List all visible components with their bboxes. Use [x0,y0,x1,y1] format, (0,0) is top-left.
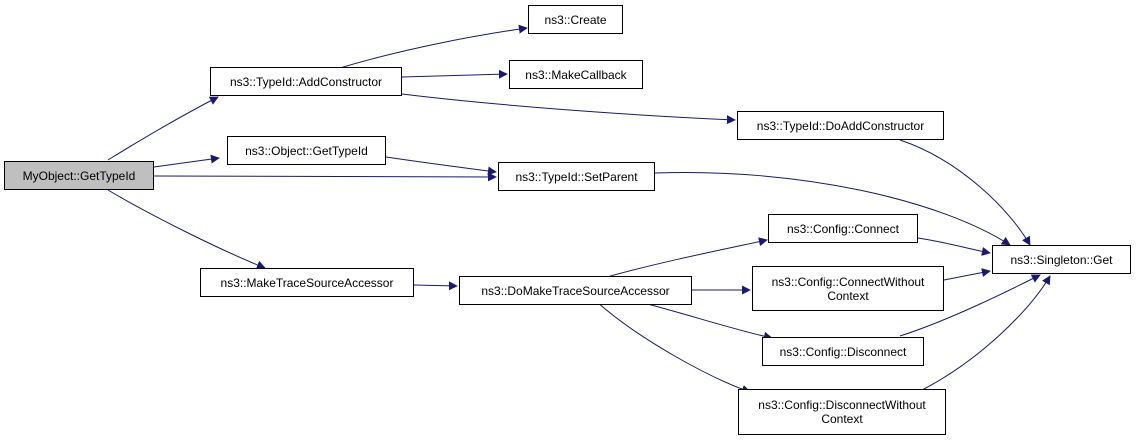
edge-setparent-singleton [654,172,1011,246]
edge-addconstructor-create [339,24,528,69]
node-label: ns3::DoMakeTraceSourceAccessor [481,283,670,298]
edge-domaketrace-disconnect [639,301,773,341]
node-label: ns3::TypeId::AddConstructor [229,74,383,89]
node-typeid-setparent[interactable]: ns3::TypeId::SetParent [498,162,655,191]
node-label: ns3::TypeId::SetParent [515,169,638,184]
node-object-gettypeid[interactable]: ns3::Object::GetTypeId [227,136,386,165]
node-typeid-addconstructor[interactable]: ns3::TypeId::AddConstructor [210,67,402,96]
node-myobject-gettypeid: MyObject::GetTypeId [4,161,154,190]
edge-domaketrace-connect [606,237,768,278]
edge-connect-singleton [917,237,991,256]
node-config-disconnectwithoutcontext[interactable]: ns3::Config::DisconnectWithout Context [738,389,946,435]
node-makecallback[interactable]: ns3::MakeCallback [509,60,643,89]
edge-connectwoctx-singleton [943,268,991,281]
edge-disconnectwoctx-singleton [921,275,1051,391]
edge-addconstructor-makecallback [401,69,508,79]
node-create[interactable]: ns3::Create [528,5,623,34]
node-maketracesourceaccessor[interactable]: ns3::MakeTraceSourceAccessor [200,268,414,297]
node-label: ns3::Config::ConnectWithout Context [771,274,925,303]
edge-addconstructor-doaddconstructor [401,93,736,125]
node-label: ns3::Config::Connect [786,221,900,236]
node-config-connectwithoutcontext[interactable]: ns3::Config::ConnectWithout Context [752,266,944,311]
node-typeid-doaddconstructor[interactable]: ns3::TypeId::DoAddConstructor [737,111,944,140]
node-label: ns3::Singleton::Get [1010,252,1113,267]
edge-disconnect-singleton [899,274,1041,337]
node-label: ns3::Config::DisconnectWithout Context [758,398,926,426]
node-label: ns3::Config::Disconnect [779,344,907,359]
edge-objectgettypeid-setparent [385,156,497,176]
node-label: ns3::Object::GetTypeId [245,143,368,158]
node-label: ns3::MakeTraceSourceAccessor [220,275,394,290]
edge-root-addconstructor [107,96,219,161]
edge-maketrace-domaketrace [413,281,458,291]
node-label: ns3::MakeCallback [525,67,627,82]
node-singleton-get[interactable]: ns3::Singleton::Get [992,245,1131,274]
node-label: ns3::TypeId::DoAddConstructor [756,118,925,133]
edge-doaddconstructor-singleton [899,139,1031,246]
edge-root-maketraceaccessor [107,189,266,270]
edge-root-setparent [153,172,497,182]
edge-domaketrace-disconnectwoctx [596,301,751,394]
node-config-disconnect[interactable]: ns3::Config::Disconnect [762,337,924,366]
node-label: MyObject::GetTypeId [22,168,136,183]
edge-root-objectgettypeid [153,154,220,168]
node-domaketracesourceaccessor[interactable]: ns3::DoMakeTraceSourceAccessor [459,276,692,305]
node-label: ns3::Create [544,12,607,27]
node-config-connect[interactable]: ns3::Config::Connect [768,214,918,243]
